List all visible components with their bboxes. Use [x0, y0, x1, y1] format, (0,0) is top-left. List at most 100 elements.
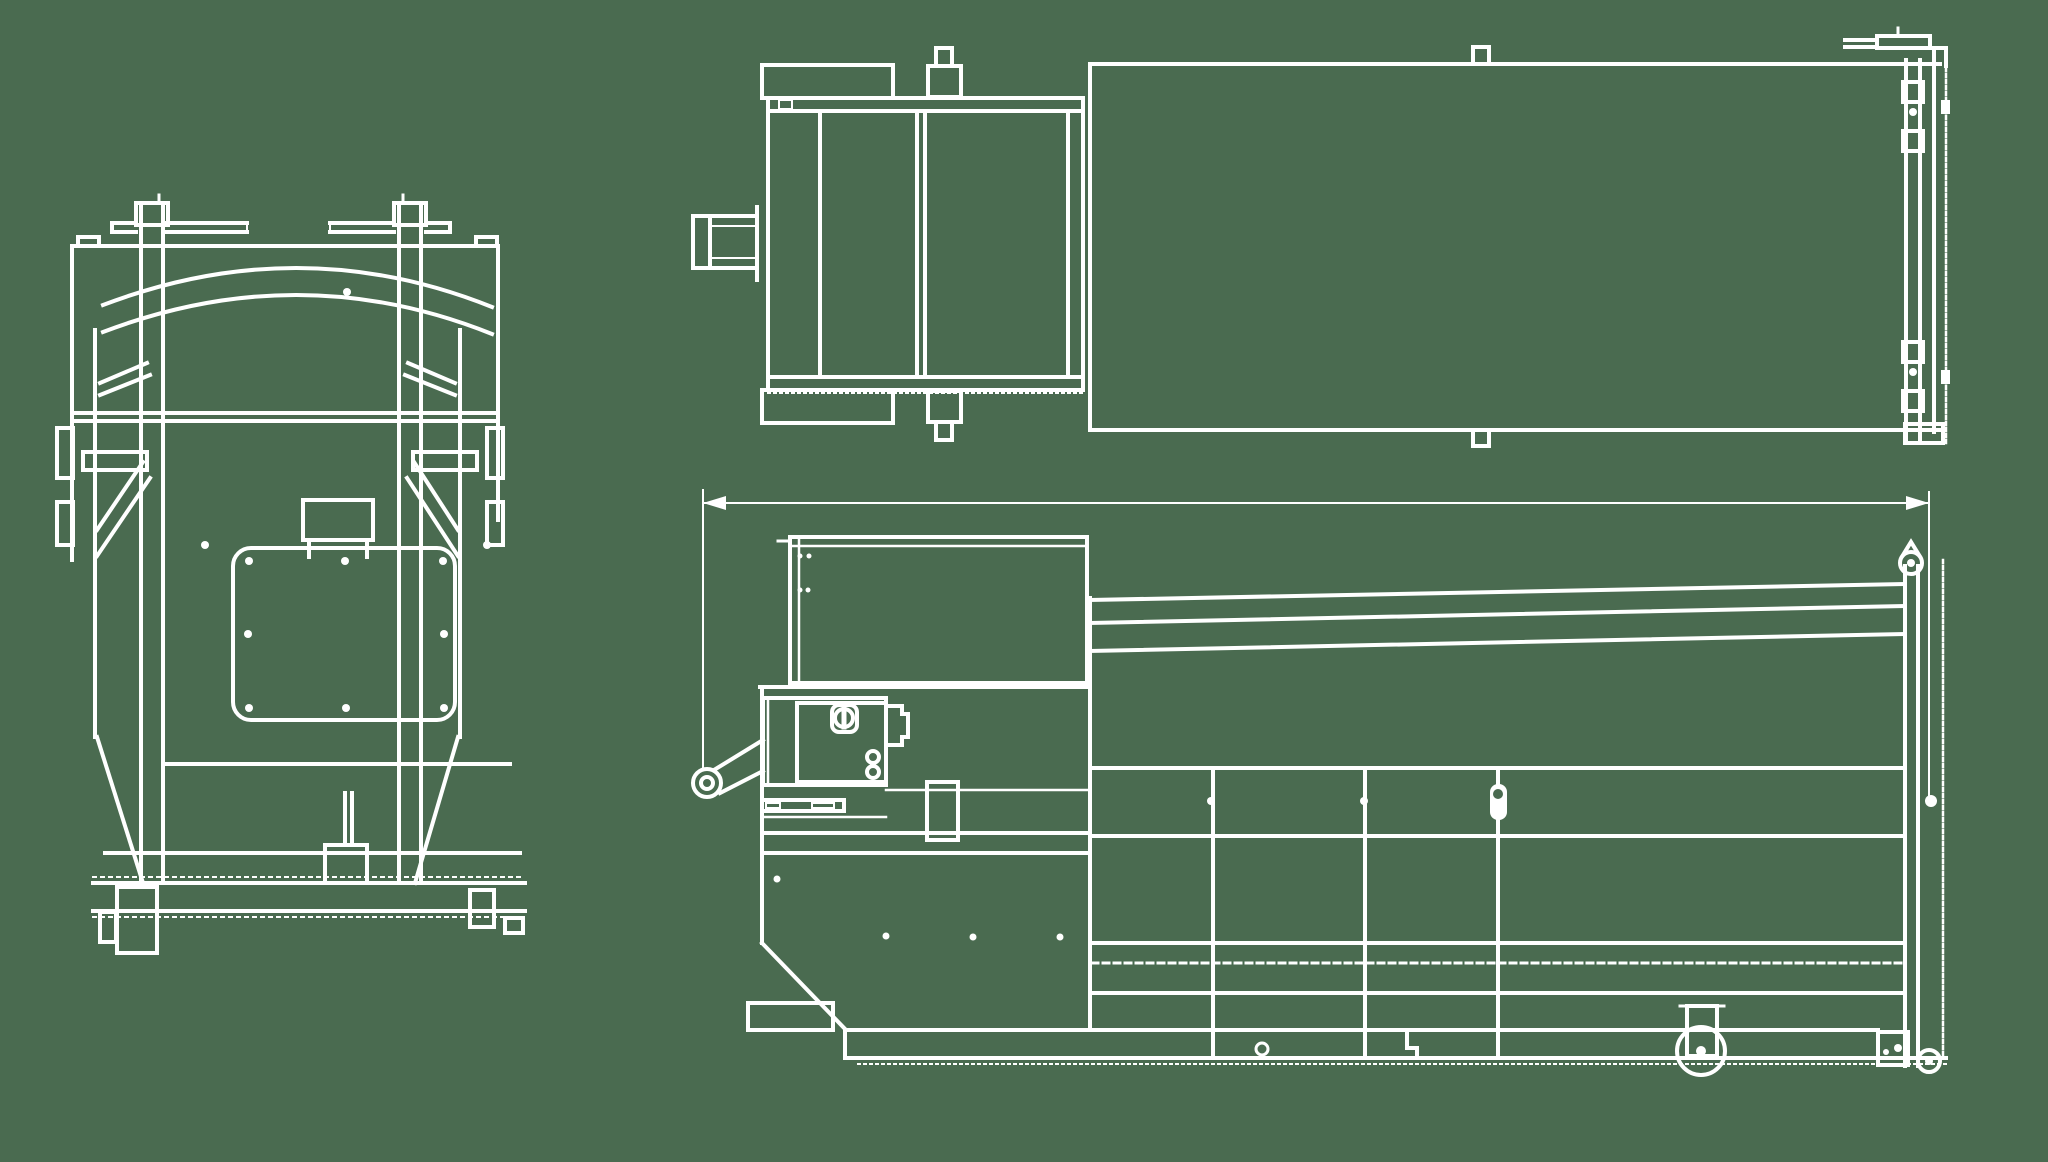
- door-bolt: [245, 557, 253, 565]
- right-cylinder-cap: [392, 201, 428, 227]
- filler-neck: [926, 64, 963, 99]
- door-seal-lug: [1941, 100, 1950, 114]
- hinge-axis-mark: [1925, 795, 1937, 807]
- left-chute-slope: [94, 734, 146, 886]
- cylinder-mount: [925, 780, 960, 842]
- door-handle-stub: [307, 538, 369, 559]
- door-roller: [1916, 1048, 1942, 1074]
- left-hinge-plate: [81, 450, 149, 472]
- bracket-bolt: [1883, 1049, 1889, 1055]
- head-top-bar-notch: [778, 99, 793, 110]
- door-hinge-pin: [1907, 559, 1915, 567]
- filler-neck-cap: [934, 46, 954, 68]
- crossbar: [424, 221, 452, 234]
- container-tab: [1471, 428, 1491, 448]
- door-hinge-eye: [1898, 550, 1924, 576]
- left-brace: [94, 459, 153, 559]
- crossbar: [165, 221, 249, 234]
- control-button: [865, 749, 881, 765]
- hinge-block: [1901, 389, 1925, 413]
- left-latch-block: [55, 426, 75, 480]
- right-chute-slope: [412, 734, 461, 886]
- left-latch-block: [55, 500, 75, 547]
- door-hinge-bar: [1904, 58, 1922, 445]
- drain-plug: [1254, 1041, 1270, 1057]
- base-bolt: [773, 875, 781, 883]
- latch-slot-hole: [1493, 789, 1503, 799]
- frame-step: [1405, 1030, 1419, 1060]
- base-bolt: [882, 932, 890, 940]
- door-bolt: [342, 704, 350, 712]
- filler-neck-cap: [934, 420, 954, 442]
- base-bolt: [1056, 933, 1064, 941]
- drain-stem: [343, 791, 354, 847]
- step-plate: [760, 798, 846, 813]
- frame-bolt: [1207, 797, 1215, 805]
- hinge-block: [1901, 340, 1925, 364]
- container-top-rail: [1087, 581, 1906, 603]
- hinge-bolt: [1909, 368, 1917, 376]
- right-latch-block: [485, 426, 505, 480]
- control-button: [865, 764, 881, 780]
- dim-arrow-right: [1906, 496, 1929, 510]
- left-brace: [97, 360, 153, 398]
- right-hinge-plate: [411, 450, 479, 472]
- hopper-mark: [797, 553, 803, 559]
- head-left-flange: [760, 388, 895, 425]
- hopper-mark: [797, 587, 803, 593]
- door-latch: [884, 704, 910, 747]
- door-bolt: [440, 630, 448, 638]
- door-bolt: [341, 557, 349, 565]
- bracket-bolt: [1894, 1044, 1902, 1052]
- step-slot: [811, 802, 835, 809]
- step-slot: [765, 802, 781, 809]
- door-bolt: [245, 704, 253, 712]
- dim-arrow-left: [703, 496, 726, 510]
- door-handle: [301, 498, 375, 542]
- left-foot-pad: [98, 910, 118, 944]
- door-bolt: [440, 704, 448, 712]
- door-lever-plate: [1875, 34, 1932, 50]
- right-brace: [402, 360, 458, 398]
- hopper-mark: [806, 553, 812, 559]
- door-roller-hub: [1925, 1057, 1933, 1065]
- caster-wheel: [1675, 1025, 1727, 1077]
- top-right-tab: [474, 235, 499, 248]
- head-seam: [915, 109, 927, 379]
- right-foot: [468, 888, 496, 929]
- door-bottom-bracket: [1903, 422, 1945, 445]
- container-top-rail: [1087, 603, 1906, 626]
- base-bolt: [969, 933, 977, 941]
- door-bolt: [244, 630, 252, 638]
- door-hinge-point: [1900, 538, 1922, 558]
- head-left-flange: [760, 63, 895, 100]
- door-edge-bar: [1903, 564, 1920, 1068]
- hopper: [788, 535, 1089, 685]
- left-foot: [115, 885, 159, 955]
- top-left-tab: [76, 235, 101, 248]
- tipper-pivot-hub: [699, 775, 715, 791]
- arch-outer: [100, 266, 495, 310]
- access-door: [231, 546, 457, 722]
- crossbar: [110, 221, 138, 234]
- hinge-block: [1901, 129, 1925, 153]
- right-foot-pad: [503, 916, 525, 935]
- door-bolt: [439, 557, 447, 565]
- motor-housing: [691, 214, 759, 270]
- panel-bolt: [201, 541, 209, 549]
- hinge-bolt: [1909, 108, 1917, 116]
- container-top-rail: [1087, 631, 1906, 654]
- caster-hub: [1696, 1046, 1706, 1056]
- motor-housing-line: [709, 225, 758, 259]
- press-foot: [746, 1001, 835, 1032]
- filler-neck: [926, 389, 963, 424]
- crossbar: [328, 221, 396, 234]
- right-brace: [404, 459, 461, 559]
- left-cylinder-cap: [134, 201, 170, 227]
- door-lever-arm: [1843, 38, 1879, 49]
- side-view: [691, 489, 1948, 1077]
- tipper-arm: [711, 737, 766, 796]
- right-latch-block: [485, 500, 505, 547]
